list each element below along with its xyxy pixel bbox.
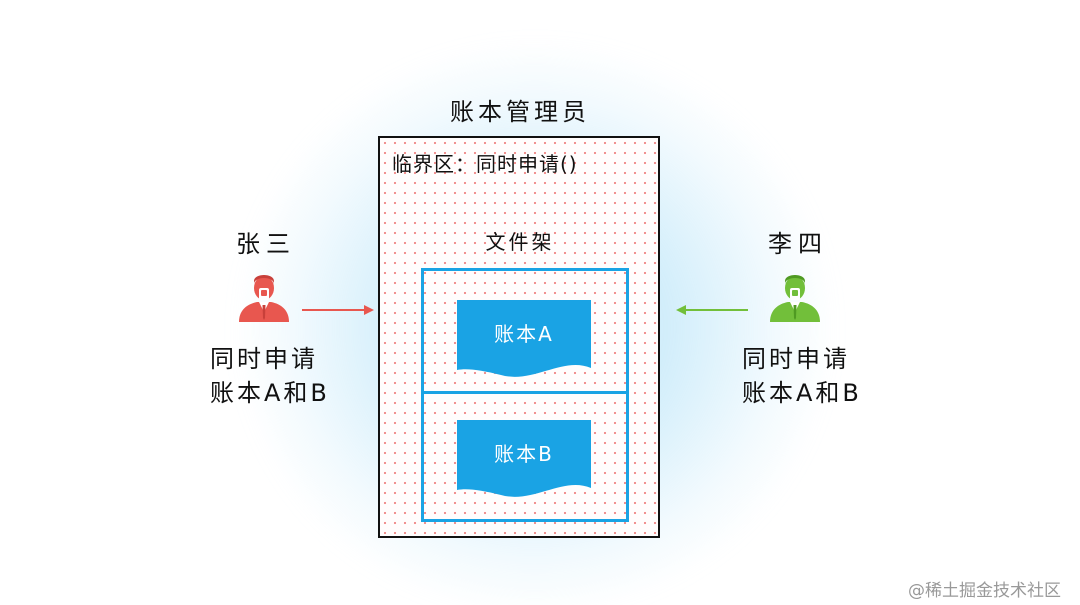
person-right-icon — [770, 275, 820, 322]
person-right-text: 同时申请 账本A和B — [742, 342, 862, 410]
file-shelf — [421, 268, 629, 522]
critical-section-label: 临界区：同时申请() — [392, 152, 578, 176]
person-left-name: 张三 — [236, 230, 296, 258]
person-left-text: 同时申请 账本A和B — [210, 342, 330, 410]
shelf-divider — [421, 391, 629, 394]
right-arrow-to-box — [676, 305, 748, 315]
person-left-line1: 同时申请 — [210, 345, 318, 373]
ledger-b-label: 账本B — [494, 442, 554, 466]
watermark: @稀土掘金技术社区 — [908, 581, 1061, 601]
person-left-line2: 账本A和B — [210, 379, 330, 407]
file-shelf-label: 文件架 — [485, 230, 555, 254]
person-right-line1: 同时申请 — [742, 345, 850, 373]
manager-title: 账本管理员 — [450, 98, 590, 126]
person-left-icon — [239, 275, 289, 322]
left-arrow-to-box — [302, 305, 374, 315]
person-right-name: 李四 — [768, 230, 828, 258]
person-right-line2: 账本A和B — [742, 379, 862, 407]
ledger-a-icon — [457, 300, 591, 377]
ledger-a-label: 账本A — [494, 322, 554, 346]
ledger-b-icon — [457, 420, 591, 497]
